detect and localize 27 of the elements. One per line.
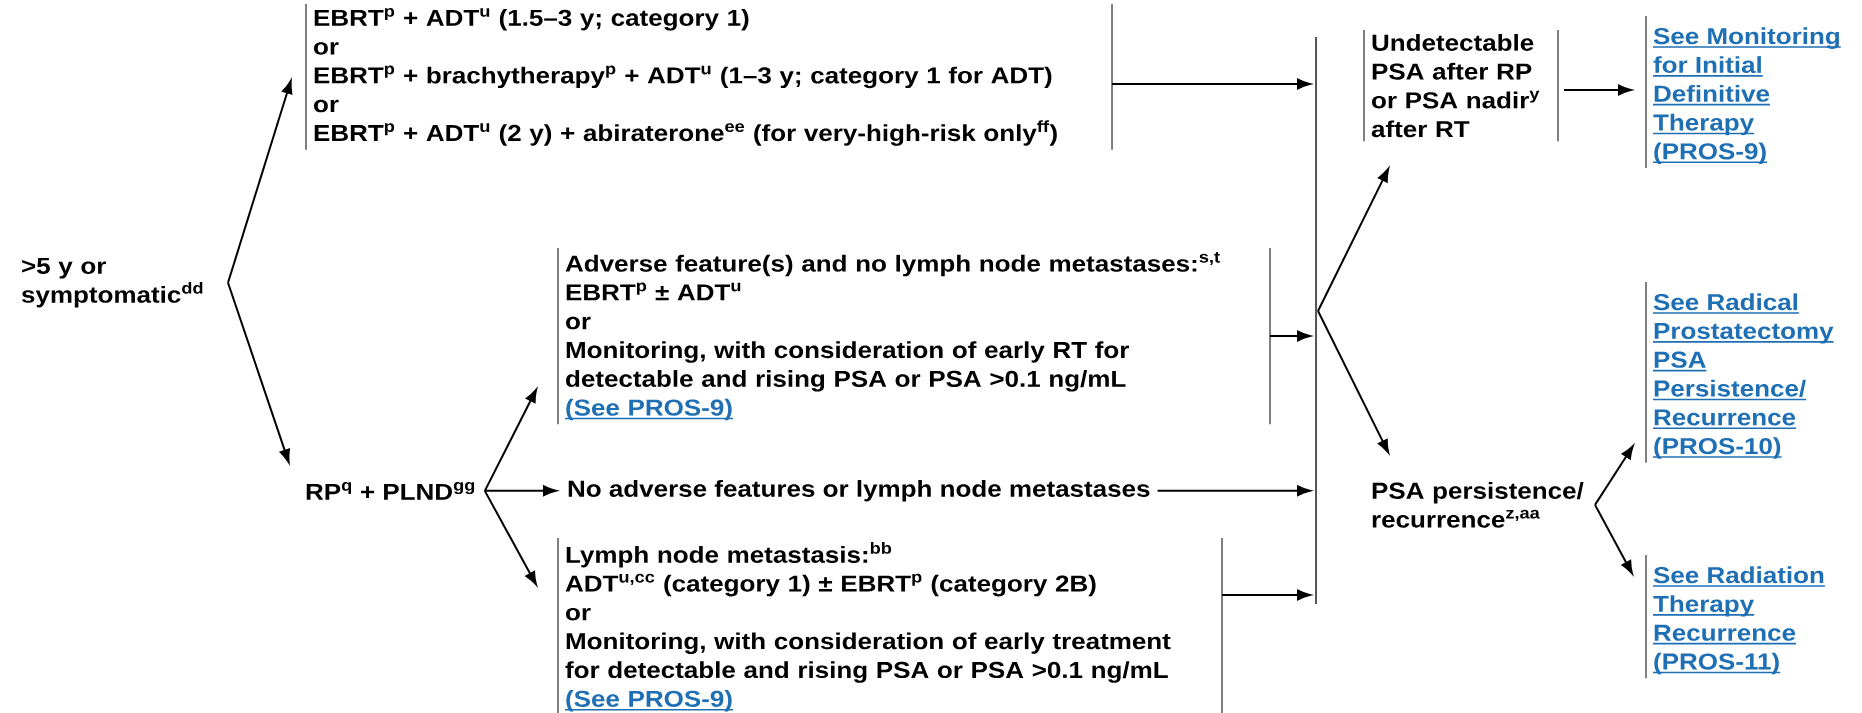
bracketed-box: Undetectable PSA after RP or PSA nadir$^{y}$ after RT	[1363, 29, 1559, 143]
outcome-text: PSA persistence/ recurrence$^{z,aa}$	[1372, 482, 1584, 528]
bracketed-box: Lymph node metastasis:$^{bb}$ ADT$^{u,cc}$ (category 1) ± EBRT$^{p}$ (category 2B) or Monitoring, with consideration of early treatment for detectable and rising PSA or PSA >0.1 ng/mL (See PROS-9)	[557, 537, 1223, 713]
link: (See PROS-9)	[564, 690, 734, 712]
arrow	[483, 485, 557, 497]
bracketed-box: EBRT$^{p}$ + ADT$^{u}$ (1.5–3 y; category 1) or EBRT$^{p}$ + brachytherapy$^{p}$ + ADT$^{u}$ (1–3 y; category 1 for ADT) or EBRT$^{p}$ + ADT$^{u}$ (2 y) + abiraterone$^{ee}$ (for very-high-risk only$^{ff}$)	[305, 3, 1113, 151]
bracketed-box: Adverse feature(s) and no lymph node metastases:$^{s,t}$ EBRT$^{p}$ ± ADT$^{u}$ or Monitoring, with consideration of early RT for detectable and rising PSA or PSA >0.1 ng/mL (See PROS-9)	[557, 247, 1271, 426]
arrow	[1317, 310, 1390, 454]
arrow	[1111, 78, 1311, 90]
link: (See PROS-9)	[564, 398, 734, 421]
arrow	[1221, 589, 1311, 601]
outcome-text: No adverse features or lymph node metastases	[568, 480, 1150, 502]
arrow	[227, 281, 290, 463]
arrow	[1156, 485, 1311, 497]
procedure-text: RP$^{q}$ + PLND$^{gg}$	[306, 482, 475, 500]
reference-link: See Monitoring for Initial Definitive Therapy (PROS-9)	[1645, 15, 1842, 169]
arrow	[1269, 330, 1311, 342]
arrow	[1563, 84, 1632, 96]
arrow	[1594, 503, 1633, 575]
reference-link: See Radical Prostatectomy PSA Persistence/ Recurrence (PROS-10)	[1645, 281, 1835, 464]
condition-text: >5 y or symptomatic$^{dd}$	[21, 258, 203, 308]
arrow	[1594, 445, 1634, 506]
arrow	[483, 489, 537, 586]
arrow	[483, 388, 538, 492]
reference-link: See Radiation Therapy Recurrence (PROS-11)	[1645, 554, 1826, 679]
arrow	[1317, 168, 1390, 312]
arrow	[227, 80, 293, 284]
